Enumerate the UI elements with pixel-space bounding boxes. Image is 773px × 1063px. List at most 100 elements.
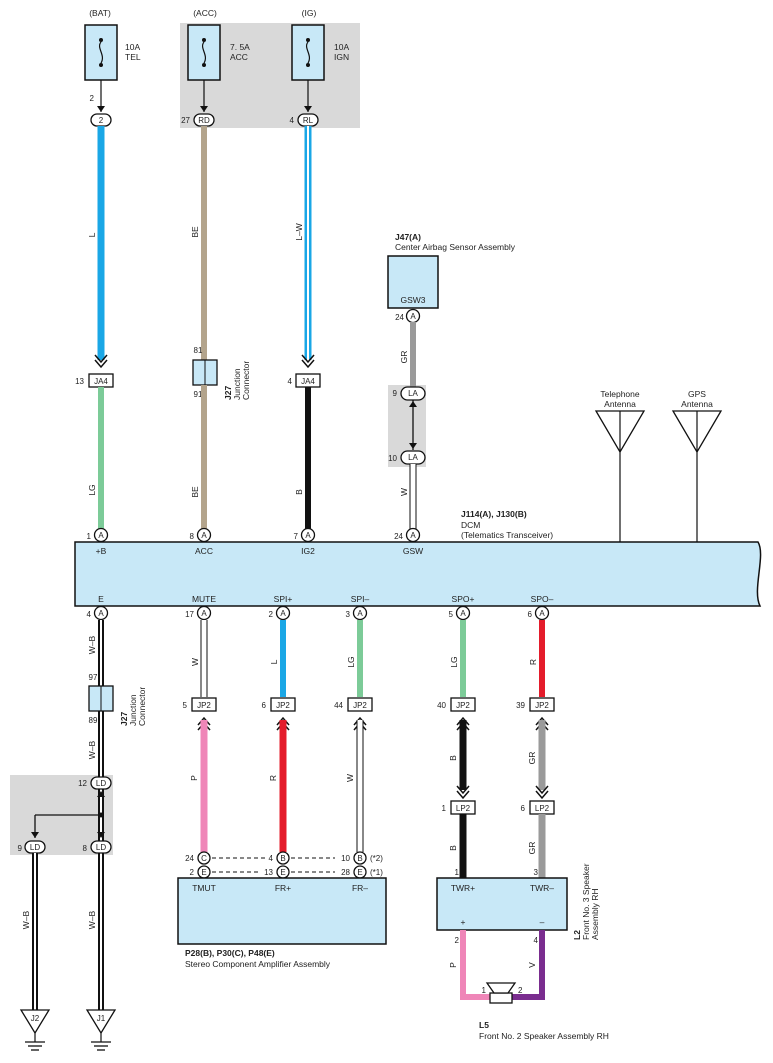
svg-text:DCM: DCM <box>461 520 480 530</box>
ld-splice: 12 LD 9 LD 8 LD <box>18 776 112 854</box>
wire-color-label: V <box>527 962 537 968</box>
svg-text:A: A <box>201 609 207 618</box>
connector-ja4-left: 13 JA4 <box>75 373 114 388</box>
svg-text:LD: LD <box>96 843 106 852</box>
svg-text:A: A <box>98 531 104 540</box>
speaker3-pin: 3 <box>534 868 539 877</box>
svg-text:IG2: IG2 <box>301 546 315 556</box>
svg-text:7: 7 <box>294 532 299 541</box>
svg-text:40: 40 <box>437 701 446 710</box>
fuse-name: IGN <box>334 52 349 62</box>
fuse-name: ACC <box>230 52 248 62</box>
conn-rd: 27 RD <box>181 113 215 127</box>
svg-text:A: A <box>280 609 286 618</box>
svg-text:GPS: GPS <box>688 389 706 399</box>
fuse-bat: (BAT) 10A TEL 2 <box>84 8 141 112</box>
svg-text:13: 13 <box>75 377 84 386</box>
svg-text:27: 27 <box>181 116 190 125</box>
svg-text:B: B <box>357 854 362 863</box>
svg-text:Antenna: Antenna <box>681 399 713 409</box>
svg-text:3: 3 <box>346 610 351 619</box>
wire-color-label: LG <box>87 484 97 495</box>
svg-text:A: A <box>357 609 363 618</box>
connector-ja4-right: 4 JA4 <box>288 373 321 388</box>
svg-text:24: 24 <box>185 854 194 863</box>
speaker-2-icon: 1 2 L5 Front No. 2 Speaker Assembly RH <box>479 982 609 1041</box>
svg-text:(*2): (*2) <box>370 854 383 863</box>
wire-color-label: W <box>345 774 355 782</box>
wire-color-label: W <box>399 488 409 496</box>
svg-text:A: A <box>305 531 311 540</box>
svg-text:P28(B), P30(C), P48(E): P28(B), P30(C), P48(E) <box>185 948 275 958</box>
wire-color-label: W–B <box>87 635 97 654</box>
fuse-acc: (ACC) 7. 5A ACC <box>187 8 250 112</box>
svg-text:A: A <box>410 312 416 321</box>
svg-text:10: 10 <box>341 854 350 863</box>
double-arrow <box>301 354 315 369</box>
svg-text:E: E <box>280 868 285 877</box>
svg-text:SPI+: SPI+ <box>274 594 293 604</box>
fuse-rating: 10A <box>334 42 349 52</box>
svg-text:J114(A), J130(B): J114(A), J130(B) <box>461 509 527 519</box>
wire-color-label: B <box>448 845 458 851</box>
wire-color-label: GR <box>527 842 537 855</box>
fuse-name: TEL <box>125 52 141 62</box>
svg-text:2: 2 <box>190 868 195 877</box>
conn-rl: 4 RL <box>290 113 319 127</box>
wire-color-label: W–B <box>21 910 31 929</box>
svg-text:4: 4 <box>534 936 539 945</box>
wire-color-label: L–W <box>294 223 304 240</box>
svg-text:Front No. 3 Speaker: Front No. 3 Speaker <box>581 863 591 940</box>
svg-text:4: 4 <box>87 610 92 619</box>
svg-text:L2: L2 <box>572 930 582 940</box>
svg-text:91: 91 <box>194 390 203 399</box>
svg-text:ACC: ACC <box>195 546 213 556</box>
amp-pins: 24 C 4 B 10 B (*2) 2 E 13 E 28 E (*1) <box>185 851 383 879</box>
svg-text:TWR+: TWR+ <box>451 883 475 893</box>
svg-text:10: 10 <box>388 454 397 463</box>
wire-color-label: BE <box>190 486 200 498</box>
svg-text:GSW3: GSW3 <box>400 295 425 305</box>
junction-connector-top: 81 91 J27 Junction Connector <box>192 346 251 400</box>
svg-text:J27: J27 <box>119 712 129 726</box>
fuse-pin: 2 <box>90 94 95 103</box>
svg-text:81: 81 <box>194 346 203 355</box>
svg-text:A: A <box>539 609 545 618</box>
svg-text:97: 97 <box>89 673 98 682</box>
svg-text:39: 39 <box>516 701 525 710</box>
wire-color-label: R <box>268 775 278 781</box>
svg-text:SPI–: SPI– <box>351 594 370 604</box>
wire-color-label: B <box>448 755 458 761</box>
svg-text:2: 2 <box>269 610 274 619</box>
telephone-antenna: Telephone Antenna <box>594 389 646 542</box>
svg-text:4: 4 <box>269 854 274 863</box>
svg-text:JP2: JP2 <box>353 701 367 710</box>
svg-text:2: 2 <box>455 936 460 945</box>
svg-text:E: E <box>201 868 206 877</box>
svg-text:Center Airbag Sensor Assembly: Center Airbag Sensor Assembly <box>395 242 516 252</box>
svg-text:28: 28 <box>341 868 350 877</box>
svg-text:6: 6 <box>521 804 526 813</box>
svg-text:1: 1 <box>87 532 92 541</box>
svg-text:JP2: JP2 <box>456 701 470 710</box>
wire-color-label: P <box>189 775 199 781</box>
speaker-3-box: TWR+ TWR– + – L2 Front No. 3 Speaker Ass… <box>436 863 600 945</box>
svg-text:TWR–: TWR– <box>530 883 554 893</box>
svg-text:89: 89 <box>89 716 98 725</box>
airbag-sensor: J47(A) Center Airbag Sensor Assembly GSW… <box>387 232 516 324</box>
wire-color-label: R <box>528 659 538 665</box>
wire-color-label: L <box>269 659 279 664</box>
svg-text:JP2: JP2 <box>535 701 549 710</box>
svg-text:FR+: FR+ <box>275 883 291 893</box>
svg-text:RD: RD <box>198 116 210 125</box>
svg-text:JA4: JA4 <box>301 377 315 386</box>
fuse-source-label: (BAT) <box>89 8 111 18</box>
svg-text:SPO+: SPO+ <box>452 594 475 604</box>
wire-color-label: LG <box>449 656 459 667</box>
svg-text:J2: J2 <box>31 1014 40 1023</box>
svg-text:6: 6 <box>528 610 533 619</box>
svg-text:GSW: GSW <box>403 546 423 556</box>
fuse-source-label: (IG) <box>302 8 317 18</box>
svg-text:L5: L5 <box>479 1020 489 1030</box>
